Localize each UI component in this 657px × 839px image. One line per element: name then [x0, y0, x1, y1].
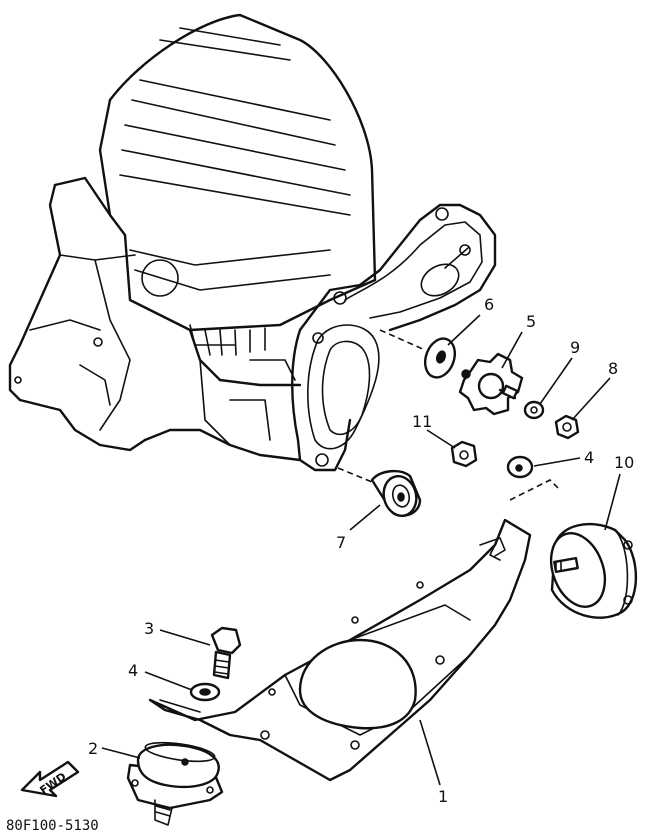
- callout-4-lower: 4: [128, 661, 138, 680]
- part-6-washer: [379, 329, 457, 379]
- part-4-washer-upper: [506, 455, 561, 501]
- callout-4-upper: 4: [584, 448, 594, 467]
- callout-7: 7: [336, 533, 346, 552]
- part-1-bracket: [148, 518, 532, 782]
- callout-10: 10: [614, 453, 634, 472]
- part-4-washer-lower: [189, 682, 221, 702]
- callout-9: 9: [570, 338, 580, 357]
- callout-numbers: 1 2 3 4 4 5 6 7 8 9 10 11: [88, 295, 634, 806]
- part-9-washer: [523, 400, 545, 420]
- part-8-nut: [554, 414, 580, 440]
- callout-5: 5: [526, 312, 536, 331]
- diagram-code: 80F100-5130: [6, 818, 99, 834]
- part-5-gear: [458, 352, 524, 416]
- part-3-bolt: [210, 626, 242, 680]
- callout-8: 8: [608, 359, 618, 378]
- callout-11: 11: [412, 412, 432, 431]
- part-10-mount: [549, 522, 638, 619]
- part-11-nut: [450, 440, 478, 468]
- fwd-arrow: FWD: [20, 760, 80, 798]
- callout-6: 6: [484, 295, 494, 314]
- part-7-bushing: [337, 467, 422, 517]
- engine-assembly: [8, 13, 497, 472]
- callout-2: 2: [88, 739, 98, 758]
- callout-3: 3: [144, 619, 154, 638]
- leader-lines: [101, 314, 621, 786]
- callout-1: 1: [438, 787, 448, 806]
- part-2-rubber-mount: [126, 741, 224, 826]
